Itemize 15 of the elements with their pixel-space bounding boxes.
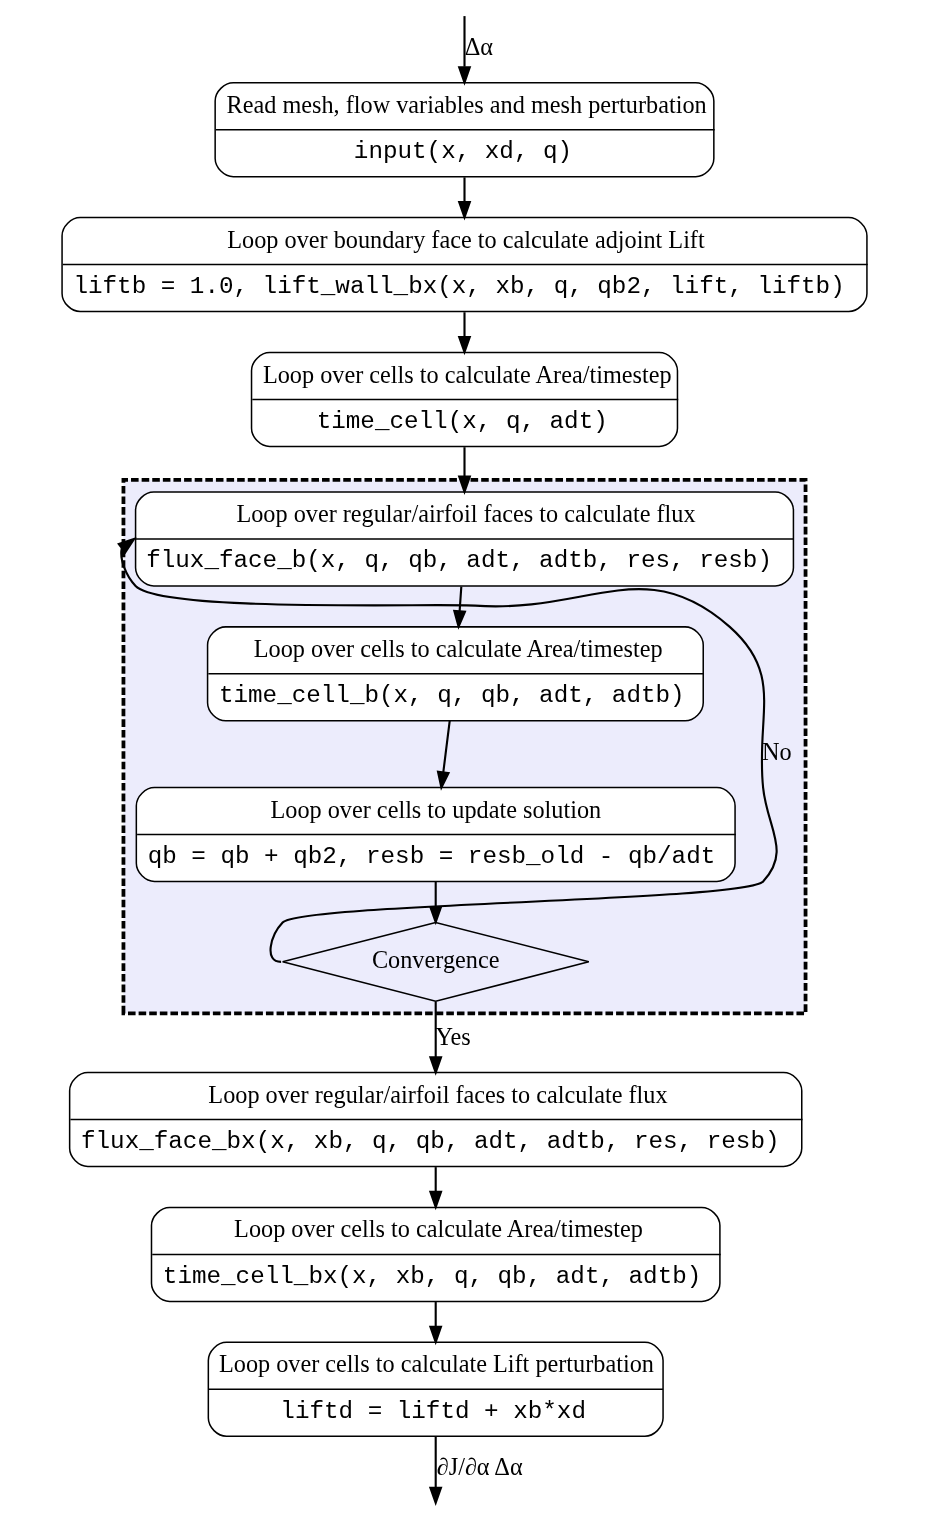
- arrow: [428, 881, 443, 926]
- arrow: [428, 1436, 443, 1507]
- edge-label: ∂J/∂α Δα: [436, 1453, 523, 1481]
- arrow: [457, 312, 472, 356]
- arrow: [457, 447, 472, 495]
- arrow: [117, 537, 778, 963]
- arrow: [436, 720, 451, 791]
- arrow: [428, 1001, 443, 1076]
- node-diamond: Convergence: [281, 921, 590, 1003]
- arrow: [452, 586, 467, 630]
- edge-label: No: [761, 737, 792, 765]
- arrow: [428, 1302, 443, 1346]
- arrow: [457, 16, 472, 86]
- arrow: [428, 1167, 443, 1211]
- arrow: [457, 177, 472, 221]
